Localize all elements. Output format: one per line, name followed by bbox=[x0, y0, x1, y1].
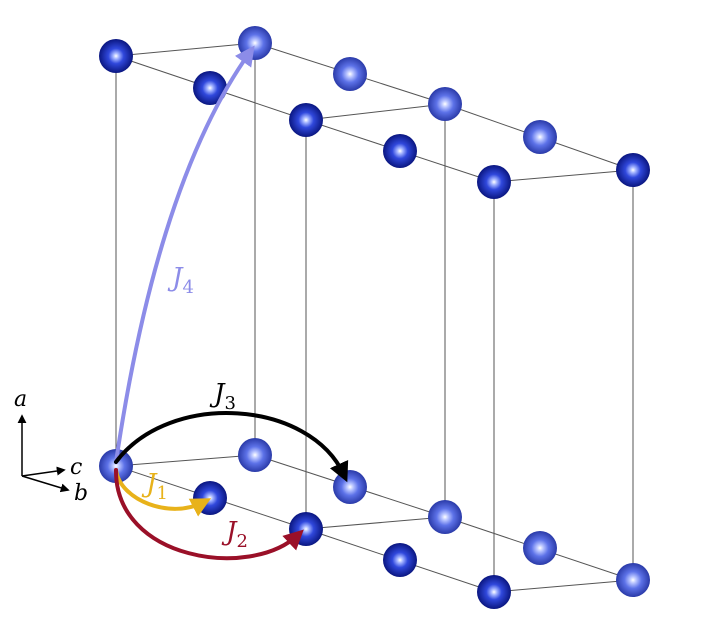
atom bbox=[428, 87, 462, 121]
atom bbox=[523, 120, 557, 154]
atom bbox=[477, 165, 511, 199]
atom bbox=[333, 57, 367, 91]
atom bbox=[99, 449, 133, 483]
atom bbox=[193, 71, 227, 105]
atoms-near bbox=[99, 39, 650, 609]
atom bbox=[616, 563, 650, 597]
atom bbox=[99, 39, 133, 73]
c-axis bbox=[21, 466, 66, 477]
j2-label: J2 bbox=[221, 517, 248, 552]
atom bbox=[238, 438, 272, 472]
j1-arrow bbox=[114, 468, 212, 517]
atom bbox=[383, 543, 417, 577]
atom bbox=[428, 500, 462, 534]
b-axis-label: b bbox=[74, 481, 88, 506]
coupling-labels: J4 J3 J1 J2 bbox=[141, 263, 248, 552]
atom bbox=[333, 470, 367, 504]
j3-arrow bbox=[114, 411, 349, 483]
j1-label: J1 bbox=[141, 469, 168, 504]
c-axis-label: c bbox=[70, 455, 82, 480]
atom bbox=[477, 575, 511, 609]
a-axis-label: a bbox=[14, 387, 27, 412]
atom bbox=[383, 134, 417, 168]
unit-cell-edges bbox=[115, 42, 634, 593]
j2-arrow bbox=[113, 468, 304, 561]
atom bbox=[289, 103, 323, 137]
coupling-arrows bbox=[113, 45, 349, 561]
atom bbox=[616, 153, 650, 187]
j3-label: J3 bbox=[209, 379, 236, 414]
j4-arrow bbox=[114, 45, 255, 464]
atom bbox=[523, 531, 557, 565]
atom bbox=[193, 481, 227, 515]
b-axis bbox=[21, 475, 70, 493]
atom bbox=[238, 26, 272, 60]
j4-label: J4 bbox=[167, 263, 194, 298]
axis-triad bbox=[17, 414, 70, 493]
